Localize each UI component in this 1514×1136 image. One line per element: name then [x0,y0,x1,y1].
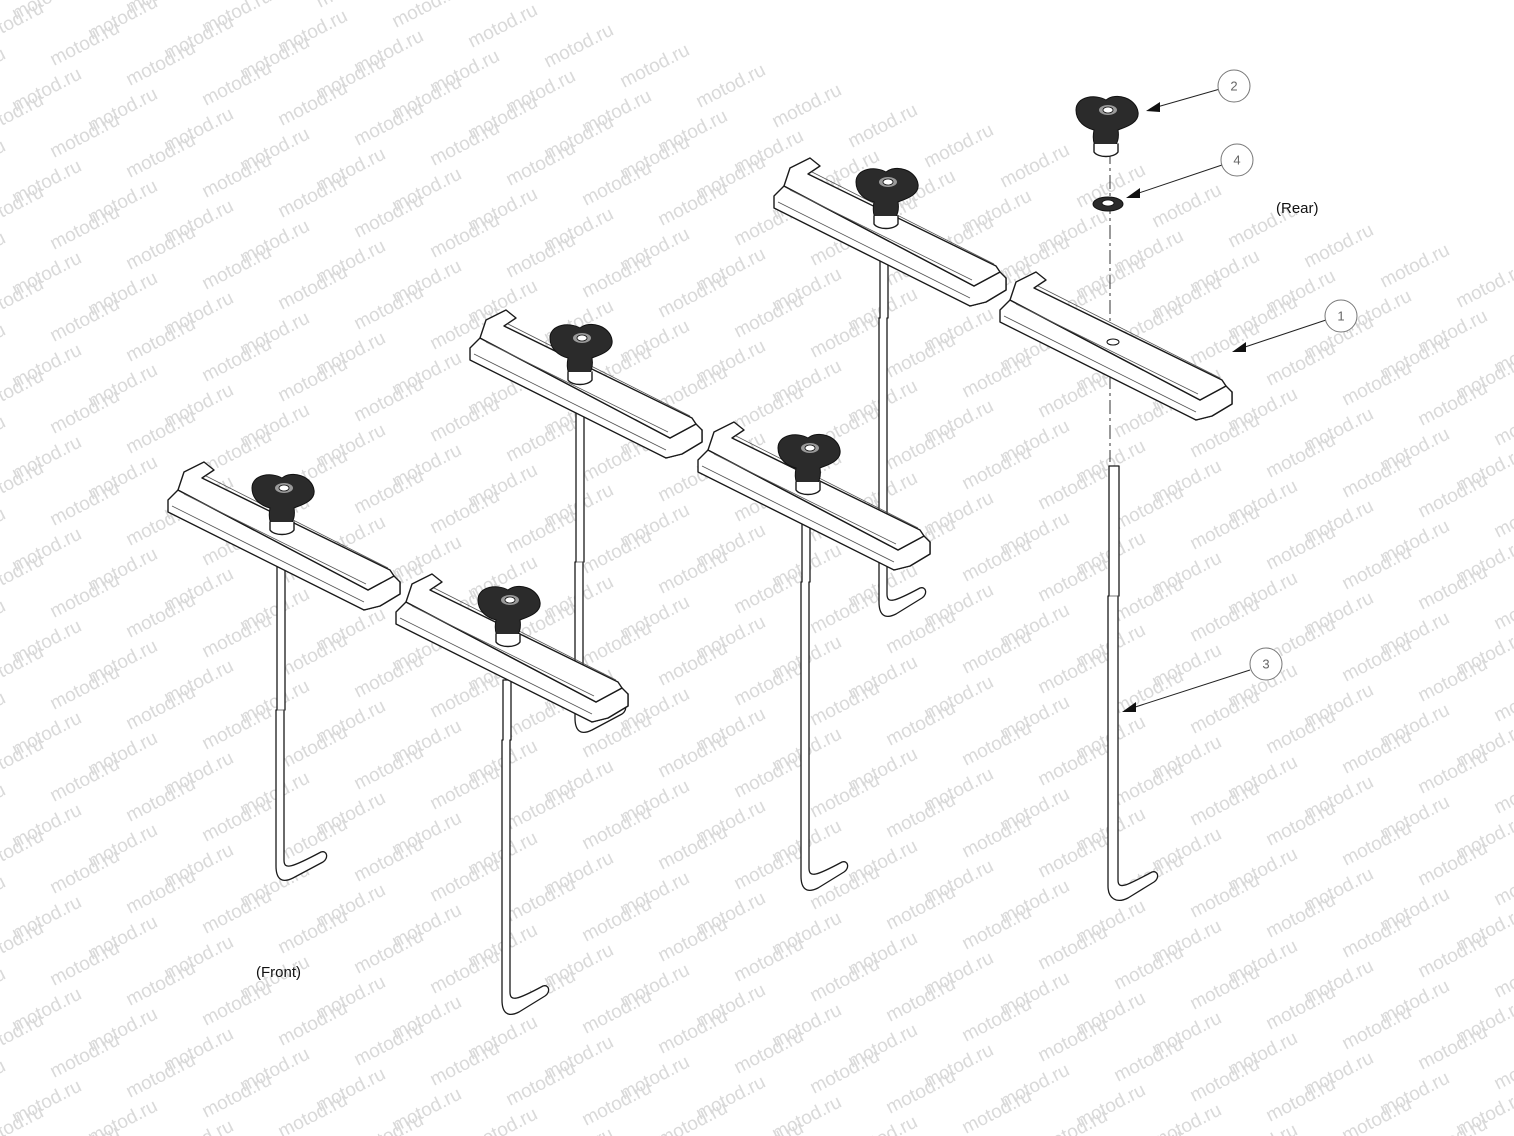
watermark-text: motod.ru [921,120,997,173]
watermark-text: motod.ru [693,60,769,113]
rear-label: (Rear) [1276,200,1319,217]
watermark-text: motod.ru [0,136,9,189]
watermark-text: motod.ru [1377,240,1453,293]
watermark-text: motod.ru [617,40,693,93]
watermark-text: motod.ru [0,918,47,971]
watermark-text: motod.ru [0,228,9,281]
watermark-text: motod.ru [655,1098,731,1136]
watermark-text: motod.ru [0,366,47,419]
watermark-text: motod.ru [1491,1042,1514,1095]
bracket-hole [1106,338,1120,346]
watermark-text: motod.ru [1149,180,1225,233]
washer-part-4 [1092,196,1124,212]
watermark-text: motod.ru [427,1130,503,1136]
watermark-text: motod.ru [0,182,47,235]
watermark-text: motod.ru [0,412,9,465]
callout-1: 1 [1232,299,1358,352]
watermark-text: motod.ru [0,458,47,511]
watermark-text: motod.ru [0,826,47,879]
watermark-text: motod.ru [465,1104,541,1136]
callout-2-label: 2 [1230,79,1237,94]
watermark-text: motod.ru [389,0,465,32]
callout-1-label: 1 [1337,309,1344,324]
watermark-text: motod.ru [769,80,845,133]
watermark-text: motod.ru [0,1010,47,1063]
watermark-text: motod.ru [161,1116,237,1136]
callout-3: 3 [1122,647,1283,712]
watermark-text: motod.ru [541,20,617,73]
watermark-text: motod.ru [0,550,47,603]
watermark-text: motod.ru [1491,398,1514,451]
watermark-text: motod.ru [541,1124,617,1136]
watermark-text: motod.ru [351,1110,427,1136]
watermark-text: motod.ru [0,0,47,50]
watermark-text: motod.ru [0,964,9,1017]
watermark-text: motod.ru [1491,490,1514,543]
callout-4-label: 4 [1233,153,1240,168]
watermark-text: motod.ru [1491,858,1514,911]
watermark-text: motod.ru [0,596,9,649]
watermark-text: motod.ru [0,688,9,741]
watermark-text: motod.ru [1149,1100,1225,1136]
callout-4: 4 [1126,143,1254,198]
watermark-text: motod.ru [1225,1120,1301,1136]
watermark-text: motod.ru [1453,260,1514,313]
watermark-text: motod.ru [921,1132,997,1136]
watermark-text: motod.ru [0,320,9,373]
watermark-text: motod.ru [1301,220,1377,273]
watermark-text: motod.ru [0,1056,9,1109]
watermark-text: motod.ru [0,504,9,557]
bracket-assembly-upper-center [773,157,1007,617]
watermark-text: motod.ru [1491,674,1514,727]
watermark-text: motod.ru [1339,1094,1415,1136]
watermark-text: motod.ru [0,780,9,833]
rod-part-3 [1107,465,1159,901]
callout-2: 2 [1146,69,1251,112]
watermark-text: motod.ru [1491,582,1514,635]
front-label: (Front) [256,964,301,981]
watermark-text: motod.ru [1035,1106,1111,1136]
bracket-assembly-lower-left [395,573,629,1015]
watermark-text: motod.ru [0,0,9,4]
watermark-text: motod.ru [465,0,541,52]
watermark-text: motod.ru [0,872,9,925]
watermark-text: motod.ru [0,274,47,327]
knob-part-2 [1075,95,1139,158]
watermark-text: motod.ru [1491,950,1514,1003]
exploded-rear-assembly [999,95,1233,901]
watermark-text: motod.ru [0,734,47,787]
watermark-text: motod.ru [997,140,1073,193]
watermark-text: motod.ru [1491,766,1514,819]
watermark-text: motod.ru [0,44,9,97]
watermark-text: motod.ru [845,1112,921,1136]
watermark-text: motod.ru [0,90,47,143]
watermark-text: motod.ru [313,0,389,12]
bracket-assembly-lower-center [697,421,931,891]
watermark-text: motod.ru [1415,1114,1491,1136]
callout-3-label: 3 [1262,657,1269,672]
watermark-text: motod.ru [0,642,47,695]
watermark-text: motod.ru [845,100,921,153]
